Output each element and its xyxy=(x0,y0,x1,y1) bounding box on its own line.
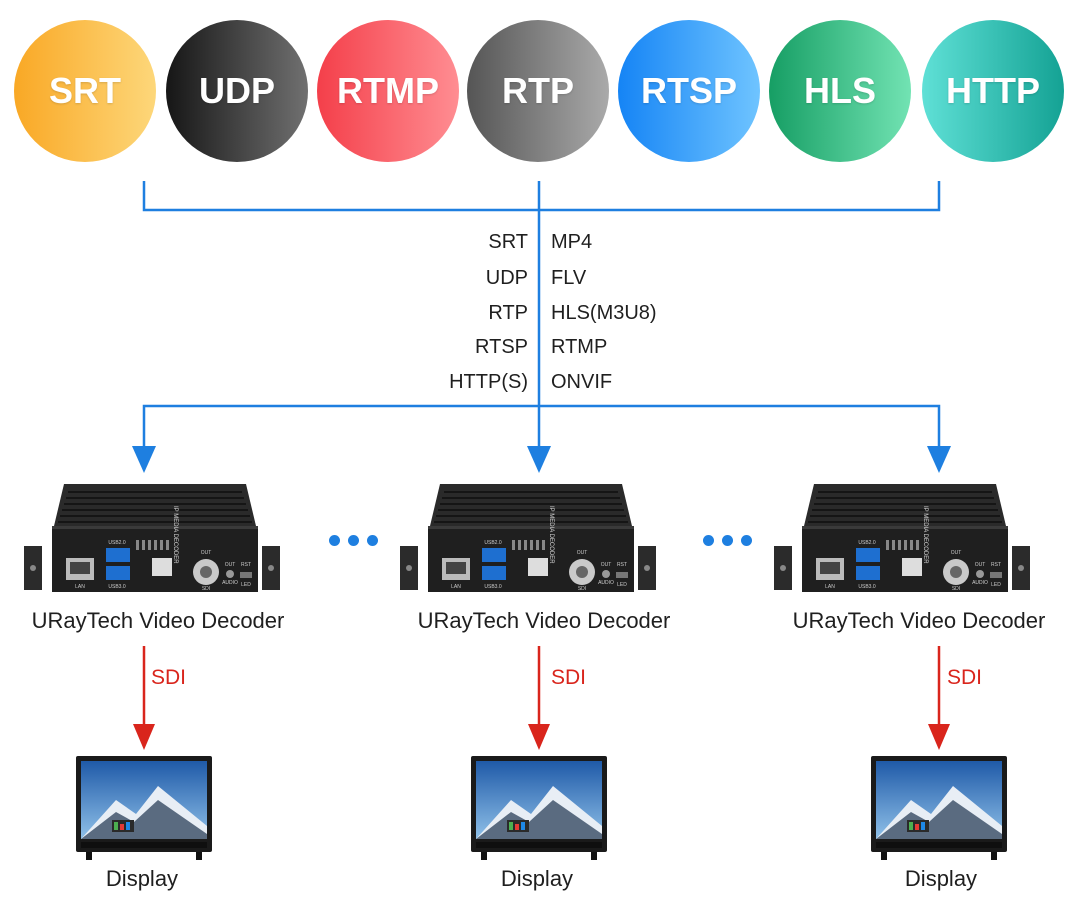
svg-text:LED: LED xyxy=(241,582,251,588)
arrow-down-icon xyxy=(527,446,551,473)
arrow-down-icon xyxy=(133,724,155,750)
device-label: URayTech Video Decoder xyxy=(792,608,1046,633)
protocol-label: UDP xyxy=(198,70,275,111)
display-monitor xyxy=(871,756,1007,862)
protocol-rtp: RTP xyxy=(467,20,609,162)
more-devices-indicator xyxy=(329,535,386,546)
display-label: Display xyxy=(105,866,179,891)
svg-text:IP MEDIA DECODER: IP MEDIA DECODER xyxy=(922,506,928,564)
display-label: Display xyxy=(500,866,574,891)
svg-text:LAN: LAN xyxy=(825,584,835,590)
svg-text:OUT: OUT xyxy=(601,562,612,568)
protocol-label: HTTP xyxy=(946,70,1040,111)
svg-text:SDI: SDI xyxy=(578,586,586,592)
protocol-srt: SRT xyxy=(14,20,156,162)
protocol-rtmp: RTMP xyxy=(317,20,459,162)
svg-text:OUT: OUT xyxy=(951,550,962,556)
output-format: MP4 xyxy=(551,231,593,253)
svg-text:SDI: SDI xyxy=(952,586,960,592)
svg-text:AUDIO: AUDIO xyxy=(222,580,238,586)
video-decoder-device: USB2.0 USB3.0 LAN OUT SDI OUT AUDIO RST … xyxy=(400,478,656,598)
svg-text:USB2.0: USB2.0 xyxy=(484,540,501,546)
svg-text:SDI: SDI xyxy=(202,586,210,592)
svg-text:OUT: OUT xyxy=(975,562,986,568)
svg-text:RST: RST xyxy=(991,562,1001,568)
svg-text:USB2.0: USB2.0 xyxy=(108,540,125,546)
protocol-rtsp: RTSP xyxy=(618,20,760,162)
sdi-label: SDI xyxy=(151,666,187,689)
svg-text:IP MEDIA DECODER: IP MEDIA DECODER xyxy=(548,506,554,564)
protocol-hls: HLS xyxy=(769,20,911,162)
arrow-down-icon xyxy=(928,724,950,750)
display-monitor xyxy=(471,756,607,862)
protocol-http: HTTP xyxy=(922,20,1064,162)
protocol-udp: UDP xyxy=(166,20,308,162)
protocol-label: RTMP xyxy=(337,70,439,111)
output-format: FLV xyxy=(551,267,587,289)
more-devices-indicator xyxy=(703,535,760,546)
svg-text:OUT: OUT xyxy=(225,562,236,568)
arrow-down-icon xyxy=(927,446,951,473)
device-label: URayTech Video Decoder xyxy=(417,608,671,633)
input-protocol: HTTP(S) xyxy=(449,371,528,393)
svg-text:LAN: LAN xyxy=(75,584,85,590)
svg-text:AUDIO: AUDIO xyxy=(972,580,988,586)
svg-text:USB2.0: USB2.0 xyxy=(858,540,875,546)
arrow-down-icon xyxy=(528,724,550,750)
svg-text:LED: LED xyxy=(617,582,627,588)
input-protocol: UDP xyxy=(485,267,528,289)
svg-text:RST: RST xyxy=(241,562,251,568)
video-decoder-device: USB2.0 USB3.0 LAN OUT SDI OUT AUDIO RST … xyxy=(24,478,280,598)
output-format: ONVIF xyxy=(551,371,613,393)
svg-text:OUT: OUT xyxy=(201,550,212,556)
display-label: Display xyxy=(904,866,978,891)
protocol-label: RTP xyxy=(502,70,574,111)
display-monitor xyxy=(76,756,212,862)
svg-text:RST: RST xyxy=(617,562,627,568)
input-protocol: RTSP xyxy=(475,336,528,358)
svg-text:OUT: OUT xyxy=(577,550,588,556)
svg-text:USB3.0: USB3.0 xyxy=(108,584,125,590)
svg-text:AUDIO: AUDIO xyxy=(598,580,614,586)
protocol-label: HLS xyxy=(804,70,876,111)
svg-text:LAN: LAN xyxy=(451,584,461,590)
distribution-line xyxy=(142,404,941,450)
input-protocol: RTP xyxy=(488,302,528,324)
input-protocol: SRT xyxy=(488,231,528,253)
output-format: RTMP xyxy=(551,336,608,358)
output-format: HLS(M3U8) xyxy=(551,302,657,324)
protocol-label: SRT xyxy=(49,70,121,111)
svg-text:LED: LED xyxy=(991,582,1001,588)
video-decoder-device: USB2.0 USB3.0 LAN OUT SDI OUT AUDIO RST … xyxy=(774,478,1030,598)
device-label: URayTech Video Decoder xyxy=(31,608,285,633)
svg-text:USB3.0: USB3.0 xyxy=(858,584,875,590)
arrow-down-icon xyxy=(132,446,156,473)
sdi-label: SDI xyxy=(947,666,983,689)
collector-line xyxy=(142,181,941,212)
sdi-label: SDI xyxy=(551,666,587,689)
svg-text:IP MEDIA DECODER: IP MEDIA DECODER xyxy=(172,506,178,564)
protocol-label: RTSP xyxy=(640,70,737,111)
svg-text:USB3.0: USB3.0 xyxy=(484,584,501,590)
